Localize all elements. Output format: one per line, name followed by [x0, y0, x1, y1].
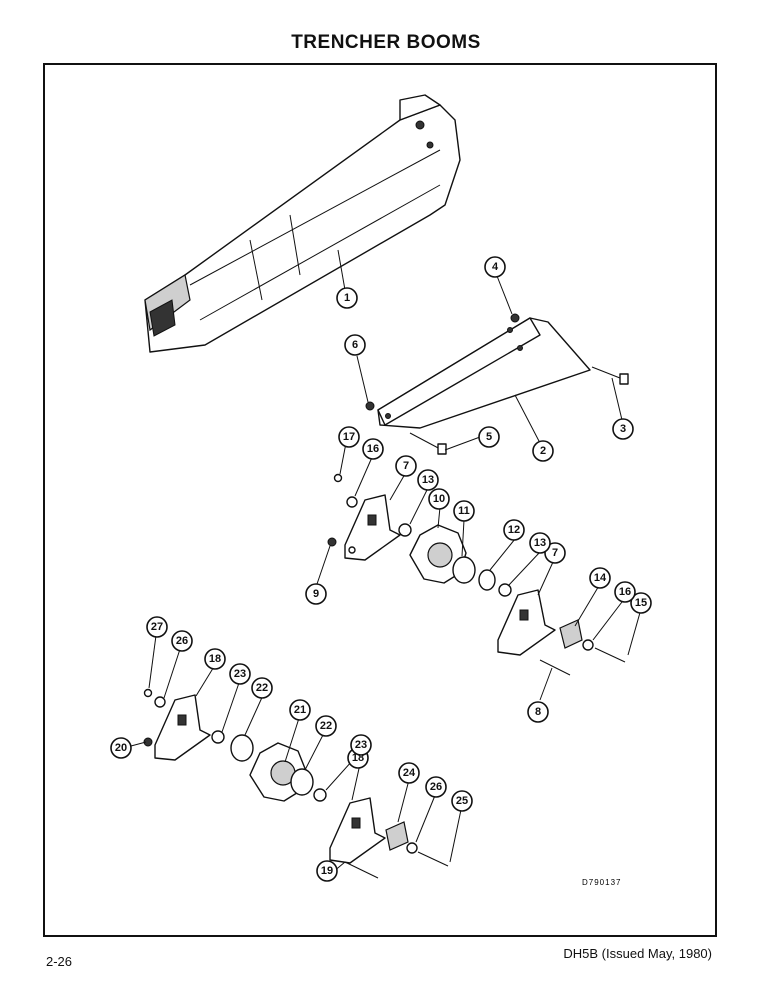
upper-sprocket-assembly	[327, 473, 626, 676]
callout-23: 23	[350, 734, 372, 756]
callout-27: 27	[146, 616, 168, 638]
callout-15: 15	[630, 592, 652, 614]
svg-text:8: 8	[535, 706, 541, 718]
svg-text:17: 17	[343, 431, 355, 443]
callout-4: 4	[484, 256, 506, 278]
svg-text:25: 25	[456, 795, 468, 807]
svg-text:20: 20	[115, 742, 127, 754]
callout-7: 7	[395, 455, 417, 477]
svg-text:26: 26	[176, 635, 188, 647]
svg-text:4: 4	[492, 261, 499, 273]
svg-text:22: 22	[320, 720, 332, 732]
callout-23: 23	[229, 663, 251, 685]
svg-text:21: 21	[294, 704, 306, 716]
svg-text:13: 13	[422, 474, 434, 486]
callout-1: 1	[336, 287, 358, 309]
callout-20: 20	[110, 737, 132, 759]
callout-19: 19	[316, 860, 338, 882]
svg-text:7: 7	[403, 460, 409, 472]
svg-text:10: 10	[433, 493, 445, 505]
callout-14: 14	[589, 567, 611, 589]
nut-part-6	[365, 401, 375, 411]
drawing-code: D790137	[582, 878, 621, 887]
svg-text:15: 15	[635, 597, 647, 609]
page-number: 2-26	[46, 954, 73, 969]
svg-text:23: 23	[234, 668, 246, 680]
callout-13: 13	[529, 532, 551, 554]
callout-3: 3	[612, 418, 634, 440]
svg-text:16: 16	[367, 443, 379, 455]
callout-6: 6	[344, 334, 366, 356]
svg-text:11: 11	[458, 505, 470, 517]
callout-13: 13	[417, 469, 439, 491]
callout-16: 26	[425, 776, 447, 798]
page-title: TRENCHER BOOMS	[291, 32, 481, 53]
figure-frame	[43, 63, 717, 937]
callout-10: 10	[428, 488, 450, 510]
callout-21: 21	[289, 699, 311, 721]
svg-text:19: 19	[321, 865, 333, 877]
svg-text:27: 27	[151, 621, 163, 633]
callout-5: 5	[478, 426, 500, 448]
arm-part-2	[377, 317, 591, 429]
svg-text:9: 9	[313, 588, 319, 600]
svg-text:1: 1	[344, 292, 350, 304]
leader-lines	[130, 249, 642, 873]
svg-text:6: 6	[352, 339, 358, 351]
svg-text:24: 24	[403, 767, 416, 779]
svg-text:14: 14	[594, 572, 607, 584]
svg-text:13: 13	[534, 537, 546, 549]
callout-24: 24	[398, 762, 420, 784]
svg-text:2: 2	[540, 445, 546, 457]
svg-text:3: 3	[620, 423, 626, 435]
svg-text:16: 16	[619, 586, 631, 598]
bolt-part-3	[591, 366, 629, 385]
callout-18: 18	[204, 648, 226, 670]
publication-info: DH5B (Issued May, 1980)	[563, 946, 712, 961]
svg-text:5: 5	[486, 431, 492, 443]
callout-25: 25	[451, 790, 473, 812]
nut-part-4	[510, 313, 520, 323]
callout-2: 2	[532, 440, 554, 462]
callout-16: 16	[362, 438, 384, 460]
svg-text:12: 12	[508, 524, 520, 536]
callout-11: 11	[453, 500, 475, 522]
callout-9: 9	[305, 583, 327, 605]
lower-sprocket-assembly	[143, 688, 449, 879]
boom-part-1	[144, 94, 461, 353]
bolt-part-5	[409, 432, 447, 455]
callout-8: 8	[527, 701, 549, 723]
callout-22: 22	[251, 677, 273, 699]
exploded-parts-diagram: 1 2 3 4 5 6 7 7 8 9 10 11 12 13 13 14 15…	[110, 94, 652, 887]
callout-17: 17	[338, 426, 360, 448]
callout-12: 12	[503, 519, 525, 541]
callout-16: 16	[614, 581, 636, 603]
svg-text:7: 7	[552, 547, 558, 559]
svg-text:23: 23	[355, 739, 367, 751]
callout-7: 7	[544, 542, 566, 564]
svg-text:22: 22	[256, 682, 268, 694]
callout-26: 26	[171, 630, 193, 652]
svg-text:18: 18	[209, 653, 221, 665]
svg-text:26: 26	[430, 781, 442, 793]
callout-22: 22	[315, 715, 337, 737]
